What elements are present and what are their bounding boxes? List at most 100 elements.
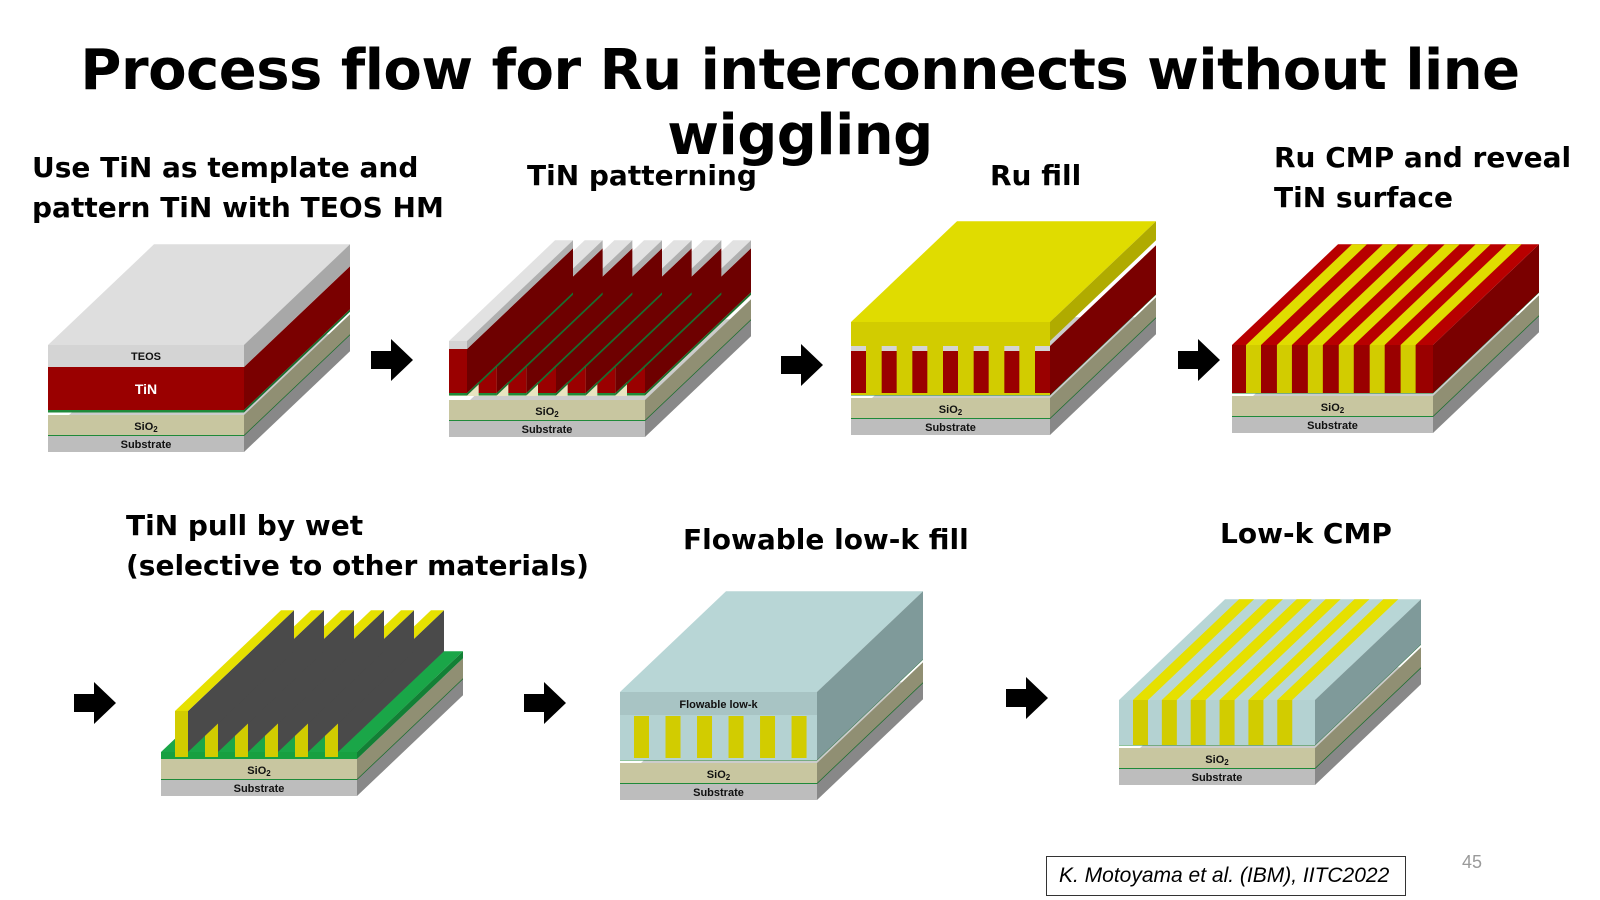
substrate-layer-front <box>1232 416 1433 433</box>
sio2-layer-side <box>244 314 350 435</box>
tin-line-6 <box>1035 351 1050 393</box>
arrow-right-icon <box>371 339 413 381</box>
teos-cap-0 <box>449 240 573 349</box>
substrate-layer-side <box>357 678 463 796</box>
teos-cap-0-top <box>449 240 573 341</box>
lowk-block-side <box>1315 599 1421 745</box>
tin-layer-front <box>48 367 244 410</box>
ru-line-1 <box>1161 700 1177 745</box>
sio2-label-sub: 2 <box>1340 406 1345 415</box>
sio2-label-sub: 2 <box>266 769 271 778</box>
sio2-label: SiO2 <box>535 406 559 419</box>
tin-line-2-side <box>526 248 633 393</box>
ru-line-side-2 <box>248 610 354 752</box>
ru-overburden-top <box>851 221 1156 322</box>
substrate-layer-front <box>1119 768 1315 785</box>
ru-line-5 <box>1400 345 1416 393</box>
tin-line-0-front <box>449 349 467 393</box>
liner-line-0-front <box>449 393 467 396</box>
lowk-label: Flowable low-k <box>679 699 758 711</box>
sio2-label-sub: 2 <box>726 773 731 782</box>
ru-line-2 <box>697 716 713 758</box>
citation-box: K. Motoyama et al. (IBM), IITC2022 <box>1046 856 1406 896</box>
ru-line-4 <box>1248 700 1264 745</box>
ru-line-top-2 <box>1307 244 1429 345</box>
ru-line-0 <box>1133 700 1148 745</box>
tin-layer <box>48 266 350 410</box>
ru-line-top-0 <box>1133 599 1254 700</box>
substrate-layer-side <box>1433 315 1539 433</box>
substrate-layer-side <box>645 319 751 437</box>
liner-upper-front <box>48 410 244 413</box>
sio2-label: SiO2 <box>1321 402 1345 415</box>
ru-line-4 <box>1369 345 1385 393</box>
substrate-layer-side <box>1050 317 1156 435</box>
liner-line-3-front <box>538 393 556 396</box>
teos-label: TEOS <box>131 351 161 363</box>
tin-line-5-side <box>615 248 722 393</box>
substrate-label: Substrate <box>522 424 573 436</box>
sio2-label-sub: 2 <box>153 425 158 434</box>
teos-layer-top <box>48 244 350 345</box>
sio2-layer <box>1232 295 1539 416</box>
teos-cap-0-side <box>467 240 573 349</box>
ru-line-3 <box>1338 345 1354 393</box>
tin-line-3-side <box>556 248 662 393</box>
sio2-layer-front <box>449 400 645 420</box>
liner-line-2-front <box>508 393 527 396</box>
substrate-layer-front <box>851 418 1050 435</box>
substrate-layer-side <box>1315 667 1421 785</box>
ru-overburden <box>851 221 1156 341</box>
sio2-layer <box>620 662 923 783</box>
step-4-label: Ru CMP and reveal TiN surface <box>1274 141 1572 214</box>
ru-line-top-0 <box>175 610 294 711</box>
liner-surface-side <box>357 651 463 759</box>
liner-line-4-side <box>585 292 692 396</box>
ru-line-side-5 <box>338 610 444 752</box>
ru-line-5 <box>1277 700 1293 745</box>
sio2-layer-side <box>1433 295 1539 416</box>
liner-line-0-side <box>467 292 573 396</box>
sio2-layer <box>851 297 1156 418</box>
ru-line-top-3 <box>1219 599 1341 700</box>
arrow-right-icon <box>781 344 823 386</box>
liner-line-1-front <box>478 393 497 396</box>
tin-line-2 <box>912 351 928 393</box>
sio2-layer-front <box>161 759 357 779</box>
tin-line-1-side <box>496 248 603 393</box>
lowk-overburden-front <box>620 692 817 715</box>
ru-line-top-4 <box>1248 599 1370 700</box>
teos-layer-front <box>48 345 244 367</box>
substrate-layer-front <box>161 779 357 796</box>
tin-line-4 <box>973 351 989 393</box>
tin-block <box>1050 245 1156 395</box>
substrate-label: Substrate <box>1192 772 1243 784</box>
liner-line-5-side <box>615 292 722 396</box>
ru-line-top-5 <box>1277 599 1399 700</box>
slide-title: Process flow for Ru interconnects withou… <box>80 38 1520 168</box>
tin-line-3 <box>943 351 958 393</box>
tin-line-5 <box>1004 351 1020 393</box>
ru-line-1 <box>665 716 681 758</box>
arrow-right-icon <box>1178 339 1220 381</box>
step-5-label: TiN pull by wet (selective to other mate… <box>126 509 589 582</box>
ru-line-3 <box>1219 700 1235 745</box>
tin-block-side <box>1433 244 1539 393</box>
sio2-label: SiO2 <box>707 769 731 782</box>
sio2-layer <box>161 658 463 779</box>
substrate-label: Substrate <box>234 783 285 795</box>
tin-block-side <box>1050 245 1156 395</box>
step-1-label: Use TiN as template and pattern TiN with… <box>32 151 444 224</box>
liner-line-2-side <box>526 292 633 396</box>
step-7-label: Low-k CMP <box>1220 517 1392 550</box>
teos-layer <box>48 244 350 367</box>
liner-line-4-front <box>567 393 586 396</box>
ru-line-side-4 <box>308 610 414 752</box>
sio2-label-sub: 2 <box>554 410 559 419</box>
